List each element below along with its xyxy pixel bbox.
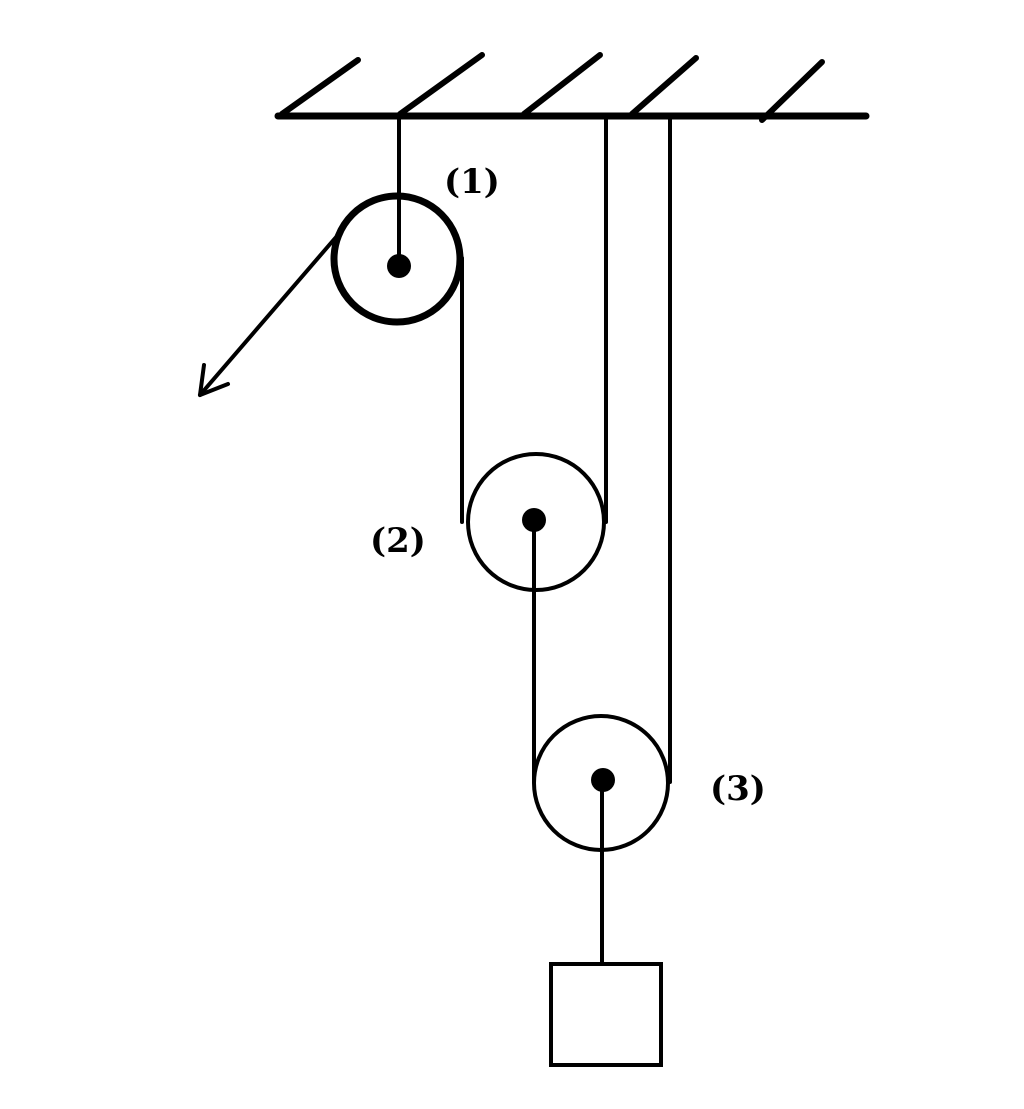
pulley-1 (330, 192, 464, 326)
pulley-2-label: (2) (370, 521, 426, 561)
pulley-1-axle (387, 254, 411, 278)
pull-arrow-head (198, 363, 206, 397)
ceiling-hatch (629, 55, 699, 117)
ceiling-hatch (759, 59, 825, 123)
ceiling-hatch (521, 52, 603, 117)
pulley-3-label: (3) (710, 769, 766, 809)
pull-arrow-shaft (198, 234, 339, 397)
ceiling-hatch (397, 52, 485, 117)
pulley-3 (532, 714, 670, 852)
ceiling-hatch (279, 57, 361, 117)
pulley-1-label: (1) (444, 162, 500, 202)
pull-arrow-head (198, 382, 230, 397)
pulley-3-axle (591, 768, 615, 792)
pulley-2-axle (522, 508, 546, 532)
pull-force-arrow (198, 234, 339, 397)
load-block (549, 962, 663, 1067)
pulley-2 (466, 452, 606, 592)
ceiling (274, 52, 870, 123)
